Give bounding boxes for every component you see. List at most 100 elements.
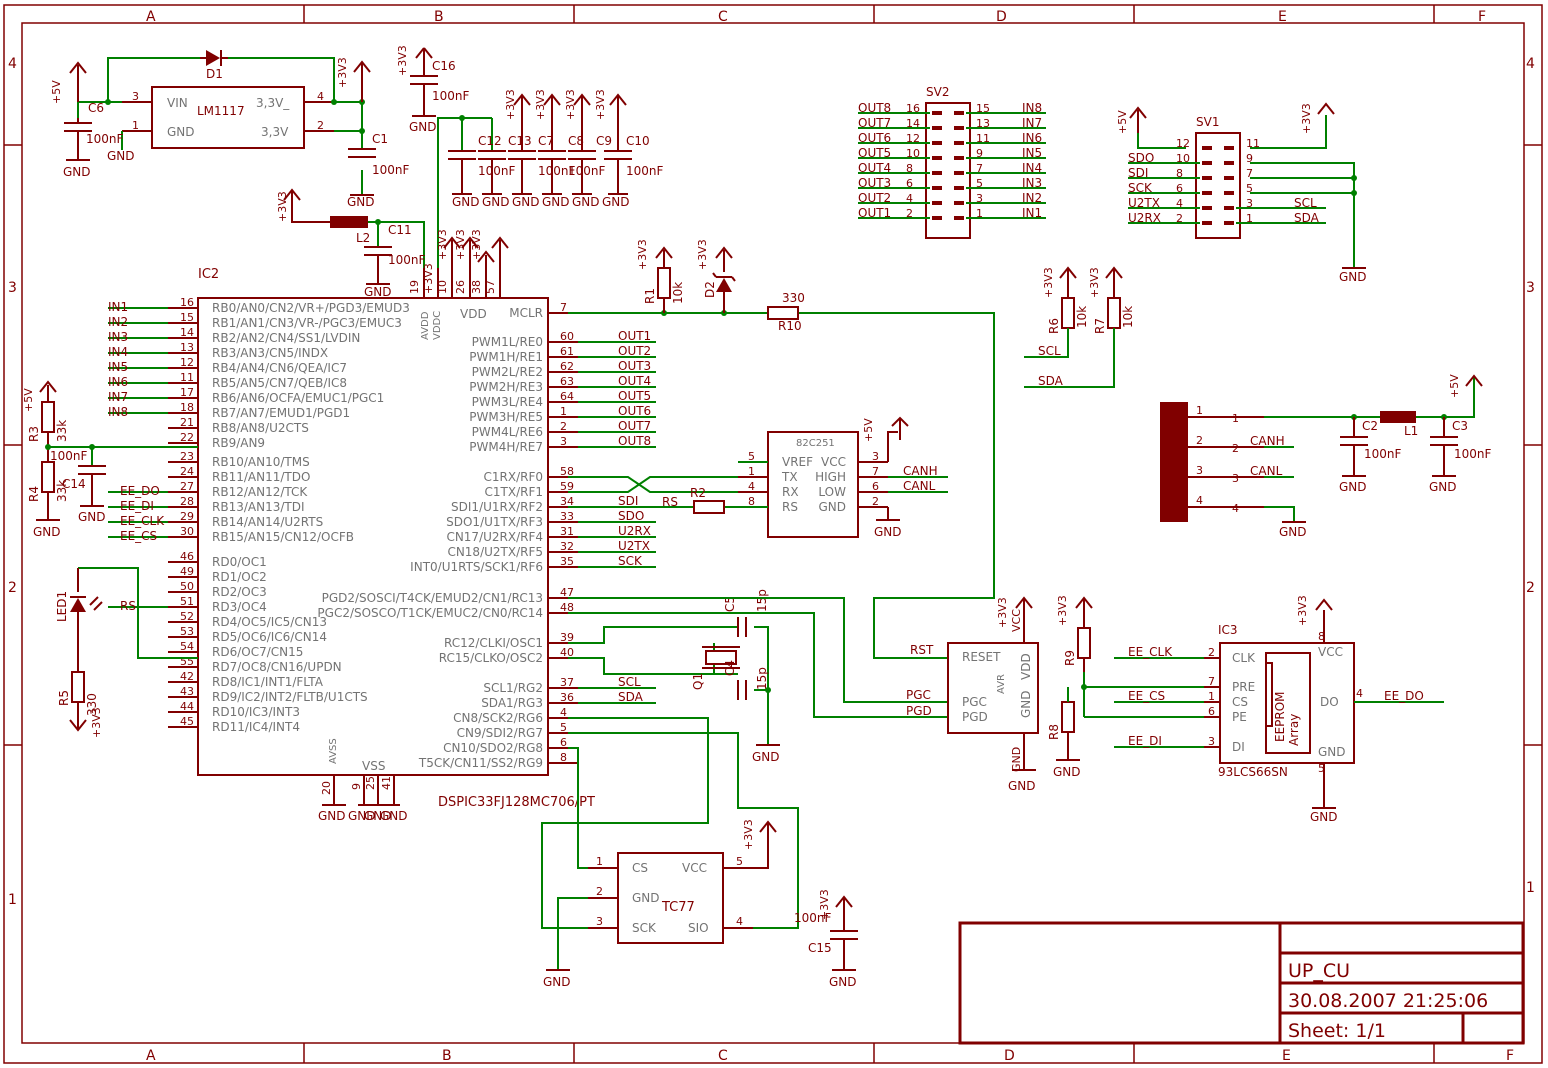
sv2-pin [954, 201, 964, 205]
sv1-pin [1224, 161, 1234, 165]
sv2-pin [932, 156, 942, 160]
connector-pin-label: 3 [1232, 472, 1239, 485]
ic2-pin-name: CN10/SDO2/RG8 [443, 741, 543, 755]
svg-text:100nF: 100nF [86, 132, 124, 146]
svg-text:EE_CLK: EE_CLK [1128, 645, 1173, 659]
svg-text:PGC: PGC [962, 695, 987, 709]
svg-text:SCK: SCK [632, 921, 657, 935]
ic2-pin-number: 52 [180, 610, 194, 623]
sv2-pin-number: 15 [976, 102, 990, 115]
title-name: UP_CU [1288, 960, 1350, 982]
ic2-pin-number: 13 [180, 341, 194, 354]
svg-text:+5V: +5V [1116, 110, 1129, 134]
svg-text:C3: C3 [1452, 419, 1468, 433]
r7-body [1107, 297, 1121, 329]
sv2-net-label: IN3 [1022, 176, 1042, 190]
svg-text:GND: GND [348, 809, 376, 823]
svg-text:R7: R7 [1093, 318, 1107, 334]
sv1-pin [1224, 146, 1234, 150]
r6-body [1061, 297, 1075, 329]
ic3-pin-number: 7 [1208, 675, 1215, 688]
svg-text:DO: DO [1320, 695, 1339, 709]
ic2-pin-name: PWM2H/RE3 [469, 380, 543, 394]
ic2-pin-name: C1RX/RF0 [484, 470, 544, 484]
sv1-pin [1224, 206, 1234, 210]
svg-text:R4: R4 [27, 486, 41, 502]
sv1-net-label: SCK [1128, 181, 1153, 195]
sv1-pin [1202, 221, 1212, 225]
ic2-pin-number: 49 [180, 565, 194, 578]
svg-text:33k: 33k [55, 480, 69, 502]
svg-text:VDDC: VDDC [432, 311, 443, 340]
ic2-pin-name: RD3/OC4 [212, 600, 267, 614]
sv2-net-label: IN5 [1022, 146, 1042, 160]
svg-text:R5: R5 [57, 690, 71, 706]
ic3-pin-number: 3 [1208, 735, 1215, 748]
ic2-pin-number: 32 [560, 540, 574, 553]
sv2-pin [932, 201, 942, 205]
sv1-pin-number: 5 [1246, 182, 1253, 195]
ic2-net-label: EE_DI [120, 499, 154, 513]
sv2-pin [954, 156, 964, 160]
svg-text:AVSS: AVSS [328, 738, 339, 764]
ic2-pin-name: RB11/AN11/TDO [212, 470, 310, 484]
sv2-pin [932, 171, 942, 175]
sv1-pin-number: 9 [1246, 152, 1253, 165]
svg-text:VCC: VCC [682, 861, 707, 875]
ic2-pin-name: RB4/AN4/CN6/QEA/IC7 [212, 361, 347, 375]
svg-text:15p: 15p [755, 667, 769, 690]
can-pin-number: 7 [872, 465, 879, 478]
r3-body [41, 401, 55, 433]
ic2-pin-number: 18 [180, 401, 194, 414]
sv1-pin-number: 1 [1246, 212, 1253, 225]
ic2-net-label: SCL [618, 675, 641, 689]
sv1-pin-number: 4 [1176, 197, 1183, 210]
ic2-pin-number: 63 [560, 375, 574, 388]
svg-text:+3V3: +3V3 [1042, 267, 1055, 298]
svg-text:GND: GND [409, 120, 437, 134]
sv2-pin [954, 186, 964, 190]
sv2-pin-number: 2 [906, 207, 913, 220]
lm1117-label: LM1117 [197, 104, 245, 118]
svg-text:10k: 10k [671, 282, 685, 304]
svg-text:100nF: 100nF [1454, 447, 1492, 461]
ic2-net-label: IN4 [108, 345, 128, 359]
ic3-pin-name: DI [1232, 740, 1245, 754]
svg-text:AVR: AVR [996, 674, 1007, 694]
ic2-pin-name: RB9/AN9 [212, 436, 265, 450]
ic2-net-label: IN3 [108, 330, 128, 344]
col-label-c: C [718, 9, 728, 25]
ic2-pin-name: PGD2/SOSCI/T4CK/EMUD2/CN1/RC13 [322, 591, 543, 605]
row-label-3-right: 3 [1526, 280, 1535, 296]
ic2-pin-number: 3 [560, 435, 567, 448]
sv1-pin [1202, 176, 1212, 180]
ic2-pin-name: RD2/OC3 [212, 585, 267, 599]
ic2-pin-name: CN18/U2TX/RF5 [447, 545, 543, 559]
sv2-net-label: OUT3 [858, 176, 891, 190]
ic2-pin-name: RB1/AN1/CN3/VR-/PGC3/EMUC3 [212, 316, 402, 330]
ic2-pin-name: RB3/AN3/CN5/INDX [212, 346, 328, 360]
ic2-pin-name: PWM3L/RE4 [472, 395, 543, 409]
ic2-net-label: IN5 [108, 360, 128, 374]
ic2-pin-number: 34 [560, 495, 574, 508]
ic2-pin-name: C1TX/RF1 [485, 485, 543, 499]
r2-body [693, 500, 725, 514]
svg-text:26: 26 [454, 280, 467, 294]
svg-text:GND: GND [347, 195, 375, 209]
svg-text:GND: GND [1010, 747, 1023, 772]
sv2-pin-number: 9 [976, 147, 983, 160]
ic2-net-label: IN7 [108, 390, 128, 404]
svg-text:1: 1 [132, 119, 139, 132]
svg-text:+3V3: +3V3 [594, 89, 607, 120]
ic2-pin-number: 55 [180, 655, 194, 668]
ic2-net-label: OUT2 [618, 344, 651, 358]
svg-text:VDD: VDD [460, 307, 487, 321]
ic2-net-label: U2TX [618, 539, 650, 553]
ic2-pin-number: 22 [180, 431, 194, 444]
sv2-pin [954, 216, 964, 220]
ic2-pin-number: 7 [560, 301, 567, 314]
svg-text:VCC: VCC [1318, 645, 1343, 659]
sv2-pin-number: 5 [976, 177, 983, 190]
ic2-pin-name: RC15/CLKO/OSC2 [439, 651, 543, 665]
